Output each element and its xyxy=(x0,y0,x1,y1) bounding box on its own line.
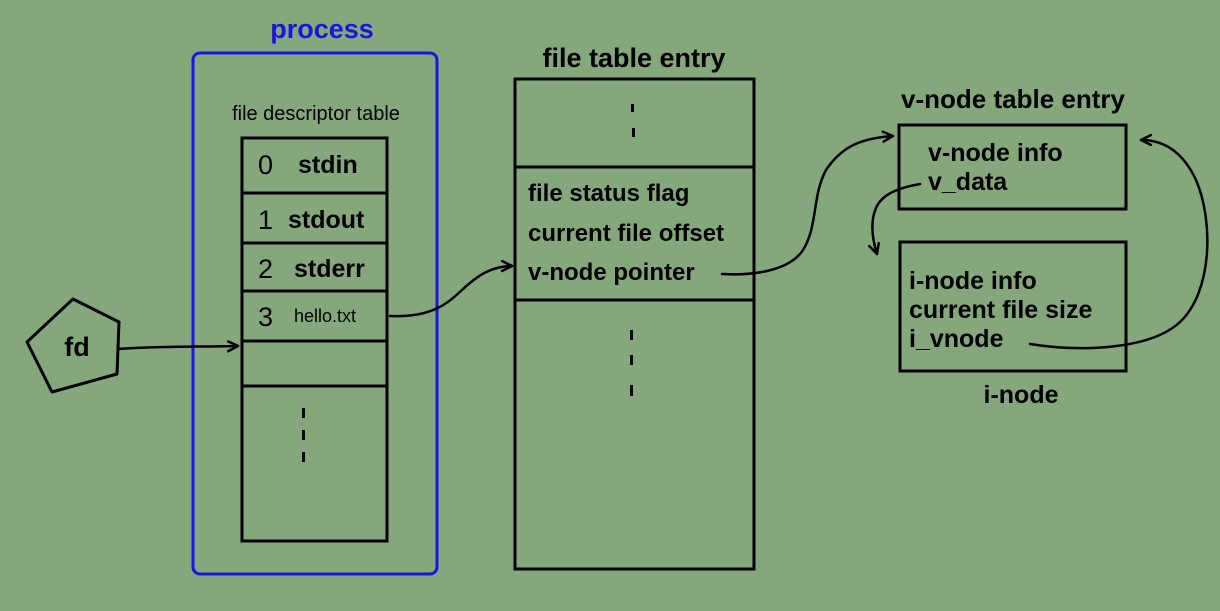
file-table-title: file table entry xyxy=(542,43,725,73)
fd-index: 2 xyxy=(258,254,273,284)
process-border xyxy=(191,51,439,576)
vnode-data: v_data xyxy=(928,168,1008,196)
inode-label: i-node xyxy=(984,381,1059,409)
i-vnode: i_vnode xyxy=(909,325,1004,353)
fd-pentagon xyxy=(25,297,121,394)
fd-name: stdout xyxy=(288,206,365,234)
fd-row: 1 stdout xyxy=(258,205,365,235)
fd-table-label: file descriptor table xyxy=(232,103,400,125)
fd-index: 0 xyxy=(258,150,273,180)
file-table-entry xyxy=(513,77,756,571)
fd-name: hello.txt xyxy=(294,306,356,326)
vnode-pointer-to-vnode-arrow xyxy=(720,136,895,276)
fd-row: 0 stdin xyxy=(258,150,358,180)
inode-box xyxy=(898,240,1128,373)
fd-to-row3-arrow xyxy=(117,346,240,349)
vnode-pointer: v-node pointer xyxy=(528,259,695,286)
fd-label: fd xyxy=(64,332,89,362)
file-table-bottom-ellipsis-icon xyxy=(630,330,633,396)
file-table-top-ellipsis-icon xyxy=(631,104,635,137)
ivnode-to-vnode-arrow xyxy=(1028,140,1209,350)
fd-name: stderr xyxy=(294,255,365,283)
fd-row: 3 hello.txt xyxy=(258,302,356,332)
process-title: process xyxy=(270,14,374,44)
vdata-to-inode-arrow xyxy=(872,182,922,256)
vnode-table-entry xyxy=(897,123,1128,211)
fd-ellipsis-icon xyxy=(302,408,305,462)
inode-info: i-node info xyxy=(909,267,1037,295)
fd-index: 1 xyxy=(258,205,273,235)
vnode-info: v-node info xyxy=(928,139,1063,167)
file-status-flag: file status flag xyxy=(528,180,689,207)
current-file-offset: current file offset xyxy=(528,220,724,247)
row3-to-file-table-arrow xyxy=(388,266,514,318)
fd-row: 2 stderr xyxy=(258,254,365,284)
vnode-table-title: v-node table entry xyxy=(901,84,1125,114)
fd-name: stdin xyxy=(298,151,358,179)
current-file-size: current file size xyxy=(909,296,1092,324)
fd-index: 3 xyxy=(258,302,273,332)
